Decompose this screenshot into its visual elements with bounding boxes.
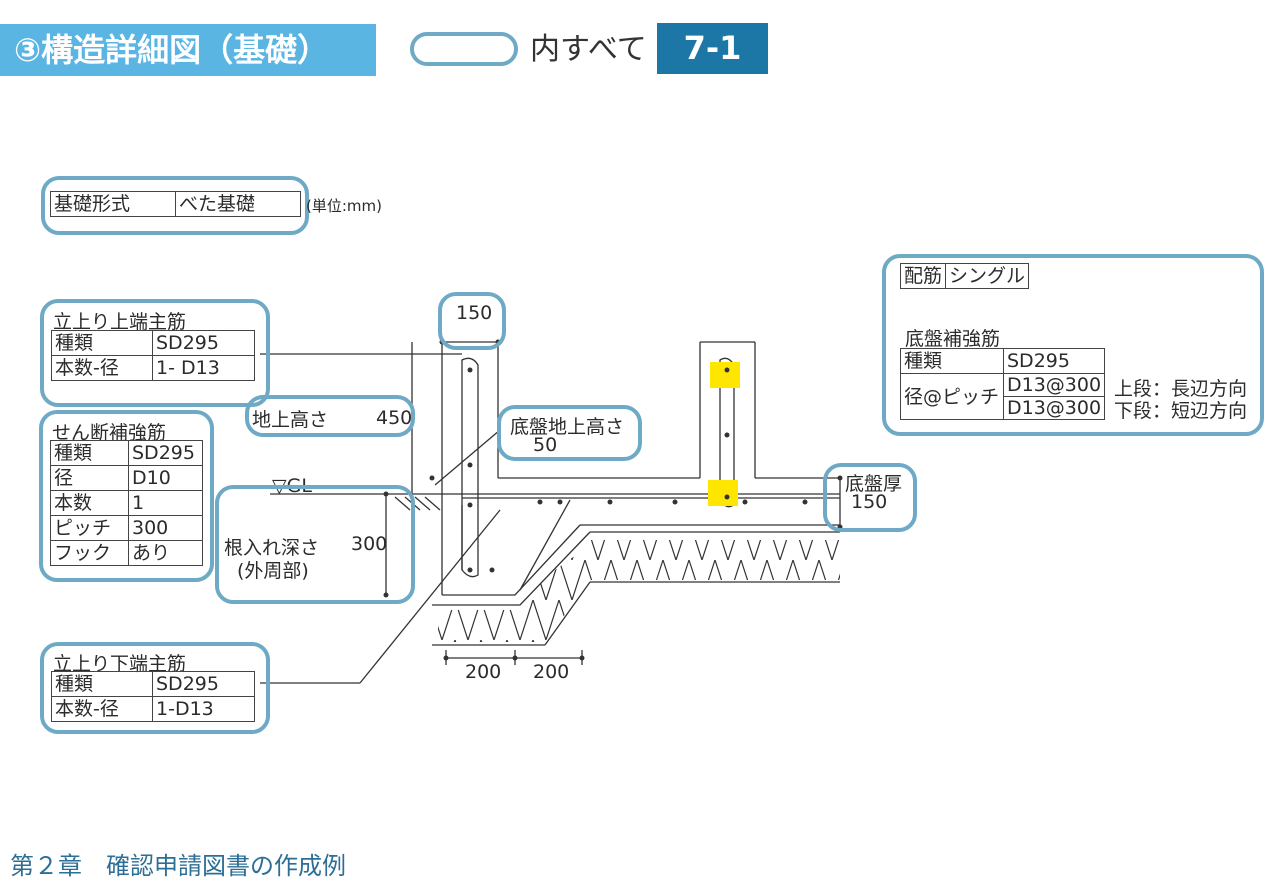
shear-row-value: D10 [128, 465, 203, 491]
slab-above-ground-label: 底盤地上高さ [510, 416, 625, 438]
shear-row-label: 種類 [50, 440, 129, 466]
callout-slab-reinforcement [882, 254, 1264, 436]
embed-depth-sub: (外周部) [237, 560, 309, 582]
bottom-main-bar-table: 種類 SD295 本数-径 1-D13 [51, 671, 255, 722]
slab-thickness-label: 底盤厚 [845, 473, 903, 495]
wall-width-value: 150 [456, 302, 493, 324]
bottom-bar-type-value: SD295 [152, 671, 255, 697]
foundation-type-label: 基礎形式 [50, 191, 176, 217]
slab-pitch-lower: D13@300 [1002, 396, 1106, 420]
callout-embed-depth [215, 485, 415, 604]
top-bar-type-value: SD295 [152, 330, 255, 356]
slab-type-label: 種類 [900, 348, 1004, 374]
bottom-bar-type-label: 種類 [51, 671, 153, 697]
footing-right-dim: 200 [533, 661, 570, 683]
highlight-mark-upper [710, 362, 740, 388]
section-badge: 7-1 [657, 23, 768, 74]
embed-depth-label: 根入れ深さ [224, 537, 320, 559]
embed-depth-value: 300 [351, 533, 388, 555]
selection-pill[interactable] [410, 32, 518, 66]
slab-reinforcement-table: 種類 SD295 径@ピッチ D13@300 D13@300 [900, 348, 1106, 420]
slab-reinforcement-title: 底盤補強筋 [905, 328, 1001, 350]
top-main-bar-title: 立上り上端主筋 [53, 311, 187, 333]
callout-top-main-bar [40, 299, 270, 407]
slab-type-value: SD295 [1002, 348, 1106, 374]
chapter-footer: 第２章 確認申請図書の作成例 [10, 852, 346, 880]
foundation-type-table: 基礎形式 べた基礎 [50, 191, 301, 217]
shear-bar-title: せん断補強筋 [52, 422, 167, 444]
callout-slab-above-ground [497, 405, 642, 461]
callout-bottom-main-bar [40, 642, 270, 734]
top-bar-type-label: 種類 [51, 330, 153, 356]
top-bar-count-label: 本数-径 [51, 355, 153, 381]
top-main-bar-table: 種類 SD295 本数-径 1- D13 [51, 330, 255, 381]
unit-note: (単位:mm) [306, 197, 382, 215]
shear-row-label: 径 [50, 465, 129, 491]
callout-wall-width [438, 292, 506, 350]
shear-row-value: 1 [128, 490, 203, 516]
shear-row-value: あり [128, 540, 203, 566]
rebar-config-value: シングル [945, 263, 1030, 289]
shear-row-value: 300 [128, 515, 203, 541]
bottom-bar-count-label: 本数-径 [51, 696, 153, 722]
slab-pitch-label: 径@ピッチ [900, 373, 1004, 420]
slab-above-ground-value: 50 [533, 434, 558, 456]
shear-row-label: ピッチ [50, 515, 129, 541]
callout-slab-thickness [823, 463, 917, 532]
page-title: ③構造詳細図（基礎） [0, 24, 376, 76]
above-ground-value: 450 [376, 407, 413, 429]
foundation-type-value: べた基礎 [175, 191, 301, 217]
slab-upper-note: 上段：長辺方向 [1114, 378, 1248, 400]
bottom-main-bar-title: 立上り下端主筋 [53, 653, 187, 675]
slab-pitch-upper: D13@300 [1002, 373, 1106, 397]
selector-text: 内すべて [530, 32, 647, 67]
bottom-bar-count-value: 1-D13 [152, 696, 255, 722]
highlight-mark-lower [708, 480, 738, 506]
rebar-config-table: 配筋 シングル [899, 263, 1030, 289]
shear-row-label: フック [50, 540, 129, 566]
top-bar-count-value: 1- D13 [152, 355, 255, 381]
rebar-config-label: 配筋 [899, 263, 947, 289]
callout-shear-bar [39, 410, 214, 582]
callout-foundation-type [41, 176, 309, 235]
shear-row-value: SD295 [128, 440, 203, 466]
footing-left-dim: 200 [465, 661, 502, 683]
slab-lower-note: 下段：短辺方向 [1114, 400, 1248, 422]
slab-thickness-value: 150 [851, 491, 888, 513]
shear-row-label: 本数 [50, 490, 129, 516]
callout-above-ground [245, 395, 415, 437]
above-ground-label: 地上高さ [252, 409, 329, 431]
